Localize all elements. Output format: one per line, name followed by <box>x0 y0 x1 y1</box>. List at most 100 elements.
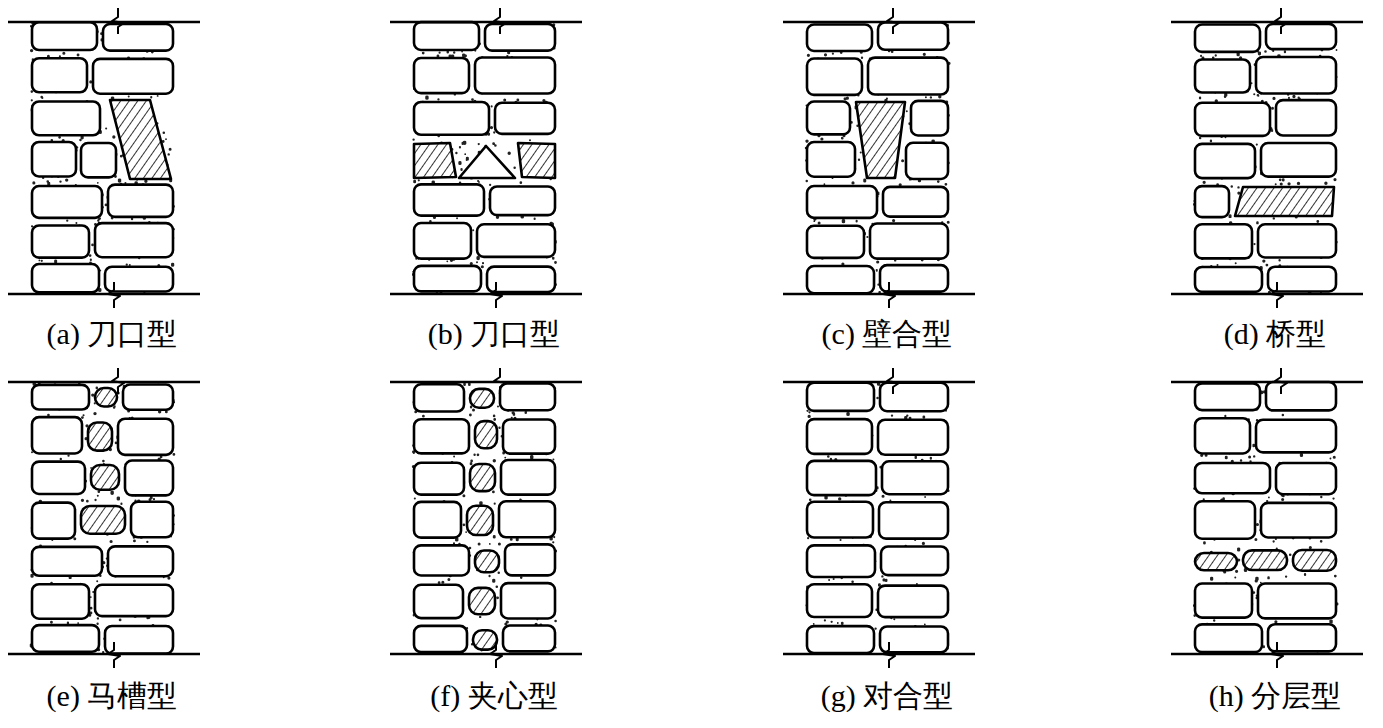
stone <box>1276 100 1336 135</box>
hatched-stone <box>469 588 495 614</box>
wall-boundary-line <box>390 21 582 23</box>
wall-section <box>783 8 975 308</box>
wall-section <box>8 8 200 308</box>
stone <box>807 226 864 258</box>
stone <box>32 142 76 176</box>
stone <box>414 585 463 618</box>
stone <box>1268 267 1336 292</box>
stone <box>883 187 948 217</box>
wall-boundary-line <box>1171 293 1363 295</box>
stone <box>123 385 173 410</box>
stone <box>1266 382 1336 410</box>
hatched-stone <box>1293 550 1336 571</box>
stone <box>1261 503 1336 538</box>
break-mark <box>1275 8 1287 34</box>
figure-caption: (h) 分层型 <box>1207 678 1343 714</box>
stone <box>495 103 555 134</box>
stone <box>125 461 173 496</box>
break-mark <box>887 8 899 34</box>
mortar-dots <box>30 22 175 293</box>
stone <box>32 625 99 652</box>
stone <box>1258 583 1336 618</box>
hatched-stone <box>1243 550 1287 570</box>
wall-boundary-line <box>783 21 975 23</box>
wall-boundary-line <box>390 381 582 383</box>
stone <box>807 419 872 454</box>
stone <box>414 102 489 135</box>
wall-boundary-line <box>390 293 582 295</box>
stone <box>32 417 82 453</box>
wall-section <box>390 8 582 308</box>
break-mark <box>112 8 124 34</box>
stone <box>505 544 555 575</box>
mortar-dots <box>30 382 176 655</box>
break-mark <box>1275 368 1287 394</box>
wall-boundary-line <box>783 653 975 655</box>
stone <box>485 24 555 51</box>
stone <box>1261 143 1336 177</box>
stone <box>1195 267 1262 292</box>
stone <box>414 545 469 575</box>
stone <box>1195 144 1255 178</box>
stone <box>807 383 874 411</box>
mortar-dots <box>1193 382 1339 653</box>
stone <box>32 385 89 410</box>
stone <box>880 626 948 652</box>
break-mark <box>1271 282 1283 308</box>
stone <box>500 383 555 410</box>
stone <box>32 225 89 257</box>
stone <box>414 626 467 652</box>
stone <box>503 419 555 453</box>
stone <box>807 59 862 95</box>
mortar-dots <box>412 22 557 293</box>
hatched-stone <box>110 100 171 179</box>
stone <box>1195 59 1250 92</box>
stone <box>93 59 173 94</box>
stone <box>459 146 515 178</box>
hatched-stone <box>475 421 497 448</box>
stone <box>414 502 461 538</box>
stone <box>81 143 116 177</box>
break-mark <box>883 642 895 668</box>
stone <box>414 184 484 215</box>
wall-boundary-line <box>8 21 200 23</box>
stone <box>32 547 102 576</box>
stone <box>414 463 464 495</box>
stone <box>880 383 948 411</box>
hatched-stone <box>470 389 494 408</box>
figure-caption: (f) 夹心型 <box>428 678 559 714</box>
wall-boundary-line <box>1171 21 1363 23</box>
wall-boundary-line <box>8 653 200 655</box>
stone <box>414 419 469 453</box>
stone <box>807 584 872 617</box>
break-mark <box>490 282 502 308</box>
stone <box>882 461 948 494</box>
wall-boundary-line <box>8 381 200 383</box>
mortar-dots <box>806 382 950 653</box>
stone <box>870 224 948 259</box>
stone <box>105 267 173 292</box>
hatched-stone <box>467 506 493 535</box>
stone <box>1195 501 1255 538</box>
stone <box>807 626 874 653</box>
stone <box>487 267 555 292</box>
wall-section <box>783 368 975 668</box>
stone <box>32 264 99 292</box>
hatched-stone <box>473 630 497 649</box>
wall-boundary-line <box>8 293 200 295</box>
stone <box>118 419 173 455</box>
stone <box>878 22 948 49</box>
break-mark <box>112 368 124 394</box>
stone <box>32 503 75 539</box>
stone <box>1195 418 1250 453</box>
stone <box>1256 57 1336 94</box>
wall-boundary-line <box>390 653 582 655</box>
wall-section <box>8 368 200 668</box>
hatched-stone <box>518 143 555 178</box>
stone <box>32 186 102 218</box>
stone <box>32 584 89 619</box>
wall-boundary-line <box>783 293 975 295</box>
hatched-stone <box>856 102 905 178</box>
stone <box>879 502 948 538</box>
